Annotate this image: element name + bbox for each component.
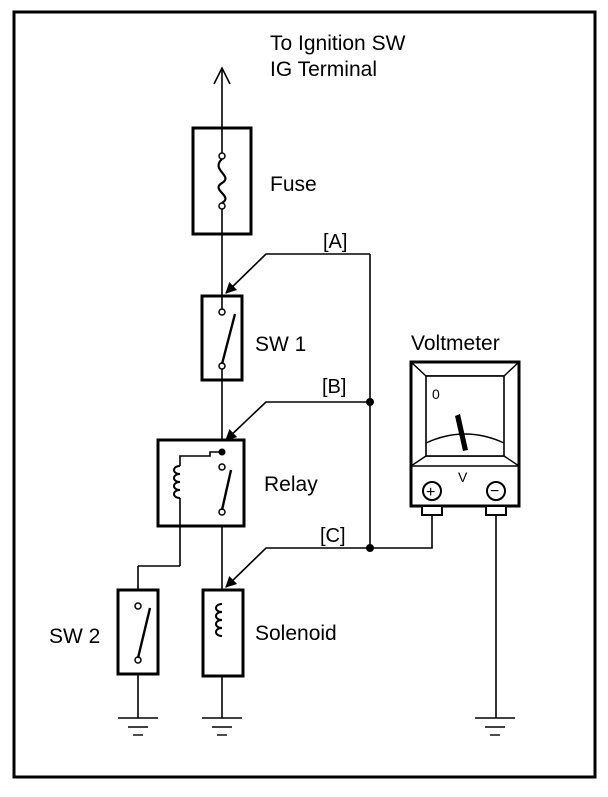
- ignition-label-line2: IG Terminal: [270, 58, 377, 81]
- relay-coil-icon: [173, 465, 181, 499]
- ground-icon-solenoid: [202, 717, 242, 736]
- probe-a-arrow: [225, 253, 370, 294]
- fuse-element-icon: [217, 158, 227, 204]
- sw1-contact-icon: [220, 313, 237, 365]
- relay-label: Relay: [264, 473, 318, 496]
- sw2-contact-icon: [136, 607, 152, 659]
- probe-c-arrow: [225, 547, 370, 588]
- solenoid-label: Solenoid: [255, 622, 337, 645]
- voltmeter-negative-terminal: [486, 481, 506, 501]
- voltmeter-label: Voltmeter: [411, 332, 500, 355]
- ground-icon-voltmeter: [475, 717, 515, 736]
- solenoid-coil-icon: [215, 603, 223, 637]
- sw1-label: SW 1: [255, 333, 306, 356]
- meter-zero-label: 0: [432, 386, 440, 402]
- meter-minus-symbol: −: [490, 483, 499, 500]
- relay-box: [156, 438, 246, 528]
- ignition-arrow-icon: [213, 66, 231, 85]
- voltmeter-icon: [409, 360, 521, 516]
- point-b-label: [B]: [322, 376, 346, 398]
- point-c-label: [C]: [320, 525, 346, 547]
- solenoid-box: [201, 588, 245, 678]
- fuse-terminal-top: [218, 152, 226, 160]
- point-a-label: [A]: [323, 231, 347, 253]
- probe-b-arrow: [225, 401, 370, 441]
- diagram-frame: [12, 10, 597, 779]
- ground-icon-sw2: [118, 717, 158, 736]
- voltmeter-positive-terminal: [422, 481, 442, 501]
- ignition-label-line1: To Ignition SW: [270, 32, 406, 55]
- relay-contact-icon: [220, 469, 233, 511]
- meter-plus-symbol: +: [426, 484, 435, 501]
- fuse-label: Fuse: [270, 173, 317, 196]
- sw2-label: SW 2: [49, 625, 100, 648]
- fuse-terminal-bottom: [218, 202, 226, 210]
- meter-unit-label: V: [458, 469, 468, 485]
- voltmeter-positive-lead: [370, 514, 433, 549]
